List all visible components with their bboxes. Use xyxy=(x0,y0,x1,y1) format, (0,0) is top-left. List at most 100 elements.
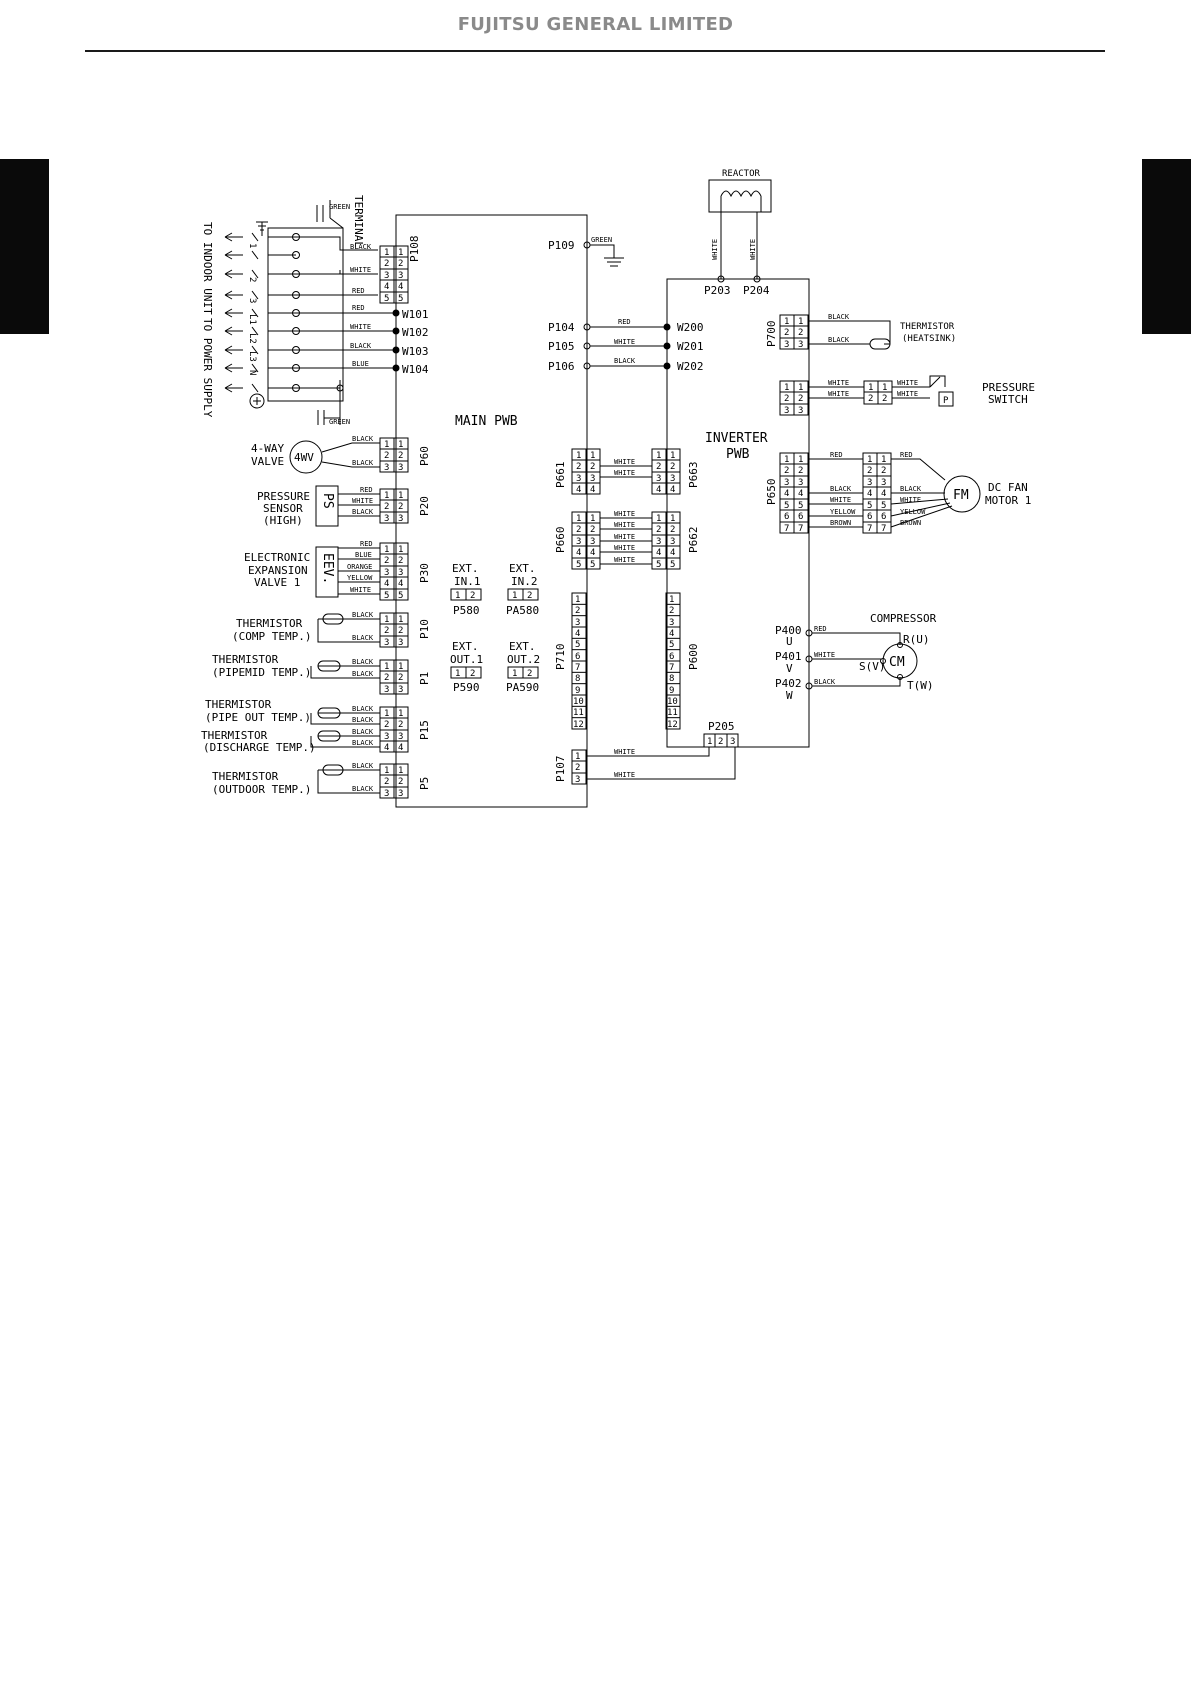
wire-label-p108-red: RED xyxy=(352,287,365,295)
p15-pin-3b: 3 xyxy=(398,732,403,742)
fm-pin-5: 5 xyxy=(867,501,872,511)
p770-pin-2b: 2 xyxy=(798,394,803,404)
thermistor-pipemid: THERMISTOR (PIPEMID TEMP.) BLACK BLACK 1… xyxy=(212,653,431,695)
main-pwb-label: MAIN PWB xyxy=(455,414,518,429)
th-outdoor-label-1: THERMISTOR xyxy=(212,770,279,783)
p108-pin-3b: 3 xyxy=(398,271,403,281)
cm-wire-1: RED xyxy=(814,625,827,633)
p20-pin-2: 2 xyxy=(384,502,389,512)
p20-pin-1b: 1 xyxy=(398,491,403,501)
eev-label-2: EXPANSION xyxy=(248,564,308,577)
fm-pin-6: 6 xyxy=(867,512,872,522)
p700-label: P700 xyxy=(765,321,778,348)
p20-wire-3: BLACK xyxy=(352,508,374,516)
p20-wire-2: WHITE xyxy=(352,497,373,505)
p15-pin-4b: 4 xyxy=(398,743,403,753)
p108-pin-5b: 5 xyxy=(398,294,403,304)
p650-pin-7b: 7 xyxy=(798,524,803,534)
psw-label-2: SWITCH xyxy=(988,393,1028,406)
p30-pin-4b: 4 xyxy=(398,579,403,589)
th-pipeout-label-1: THERMISTOR xyxy=(205,698,272,711)
p600-pin-1: 1 xyxy=(669,595,674,605)
p663-pin-2: 2 xyxy=(656,462,661,472)
t-label: T(W) xyxy=(907,679,934,692)
p30-wire-2: BLUE xyxy=(355,551,372,559)
terminal-term-3: 3 xyxy=(247,298,257,303)
to-power-label: TO POWER SUPPLY xyxy=(201,318,214,418)
wire-label-w104: BLUE xyxy=(352,360,369,368)
p661-label: P661 xyxy=(554,462,567,489)
p650-pin-4b: 4 xyxy=(798,489,803,499)
psensor-symbol: PS xyxy=(320,493,335,509)
pressure-switch-icon xyxy=(938,391,954,407)
p662-label: P662 xyxy=(687,527,700,554)
earth-icon xyxy=(249,393,265,409)
p10-pin-3b: 3 xyxy=(398,638,403,648)
p107-pin-3: 3 xyxy=(575,775,580,785)
terminal-ground-label: GREEN xyxy=(329,203,350,211)
p108-pin-2b: 2 xyxy=(398,259,403,269)
terminal-rows xyxy=(224,232,300,393)
p20-label: P20 xyxy=(418,496,431,516)
p1-wire-2: BLACK xyxy=(352,670,374,678)
reactor: REACTOR WHITE WHITE P203 P204 xyxy=(704,169,772,297)
eev-label-1: ELECTRONIC xyxy=(244,551,310,564)
p108-pin-4b: 4 xyxy=(398,282,403,292)
main-inverter-links: P104 P105 P106 RED WHITE BLACK W200 W201… xyxy=(548,318,704,373)
pa580-pin-1: 1 xyxy=(512,591,517,601)
p1-pin-2b: 2 xyxy=(398,673,403,683)
p5-pin-1b: 1 xyxy=(398,766,403,776)
p15-pin-3: 3 xyxy=(384,732,389,742)
p60-wire-1: BLACK xyxy=(352,435,374,443)
p660-label: P660 xyxy=(554,527,567,554)
w200-label: W200 xyxy=(677,321,704,334)
p700-pin-3b: 3 xyxy=(798,340,803,350)
p663-pin-3b: 3 xyxy=(670,474,675,484)
p108-pin-3: 3 xyxy=(384,271,389,281)
p5-pin-2: 2 xyxy=(384,777,389,787)
p661-pin-3b: 3 xyxy=(590,474,595,484)
pressure-sensor: PRESSURE SENSOR (HIGH) PS RED WHITE BLAC… xyxy=(257,485,431,527)
terminal-term-2: 2 xyxy=(247,277,257,282)
cm-wire-3: BLACK xyxy=(814,678,836,686)
link-white-label: WHITE xyxy=(614,338,635,346)
wire-label-w102: WHITE xyxy=(350,323,371,331)
p30-pin-2b: 2 xyxy=(398,556,403,566)
p660-pin-5: 5 xyxy=(576,560,581,570)
p108-label: P108 xyxy=(408,236,421,263)
p580-pin-2: 2 xyxy=(470,591,475,601)
p663-pin-3: 3 xyxy=(656,474,661,484)
terminal-wires: BLACK WHITE RED RED WHITE BLACK BLUE GRE… xyxy=(296,236,400,426)
p401-label: P401 xyxy=(775,650,802,663)
p30-pin-4: 4 xyxy=(384,579,389,589)
p60-pin-3b: 3 xyxy=(398,463,403,473)
fm-pin-3b: 3 xyxy=(881,478,886,488)
connector-p600: P600 1 2 3 4 5 6 7 8 9 10 11 12 xyxy=(665,592,700,730)
p20-pin-3b: 3 xyxy=(398,514,403,524)
p600-pin-11: 11 xyxy=(667,708,678,718)
ext-in1-l2: IN.1 xyxy=(454,575,481,588)
p5-pin-2b: 2 xyxy=(398,777,403,787)
thermistor-icon xyxy=(317,707,341,719)
p10-pin-2b: 2 xyxy=(398,626,403,636)
p600-pin-2: 2 xyxy=(669,606,674,616)
p662-pin-5b: 5 xyxy=(670,560,675,570)
th-pipemid-label-2: (PIPEMID TEMP.) xyxy=(212,666,311,679)
fm-wire-3: WHITE xyxy=(900,496,921,504)
p109-ground-label: GREEN xyxy=(591,236,612,244)
link-660-wire-4: WHITE xyxy=(614,544,635,552)
p663-pin-2b: 2 xyxy=(670,462,675,472)
terminal-term-l3: L3 xyxy=(247,351,257,362)
thermistor-icon xyxy=(869,338,891,350)
p661-pin-3: 3 xyxy=(576,474,581,484)
psw-wire-2: WHITE xyxy=(897,390,918,398)
w201-label: W201 xyxy=(677,340,704,353)
fm-wire-2: BLACK xyxy=(900,485,922,493)
p590-pin-2: 2 xyxy=(470,669,475,679)
reactor-wire-right: WHITE xyxy=(749,239,757,260)
p770-wire-1: WHITE xyxy=(828,379,849,387)
p662-pin-4: 4 xyxy=(656,548,661,558)
psw-pin-1: 1 xyxy=(868,383,873,393)
fan-label-2: MOTOR 1 xyxy=(985,494,1031,507)
p710-pin-6: 6 xyxy=(575,652,580,662)
